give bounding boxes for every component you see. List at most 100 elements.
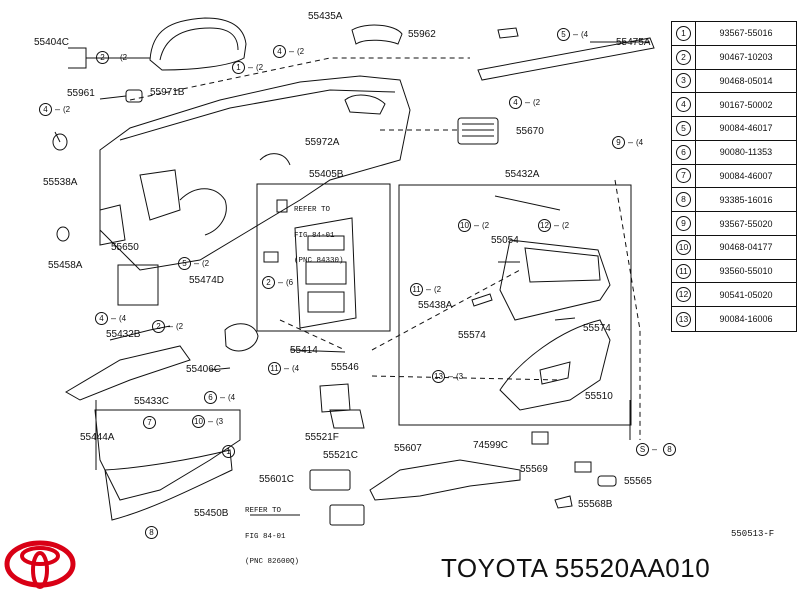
legend-part-number: 93560-55010: [719, 266, 773, 277]
legend-number: 3: [676, 73, 691, 89]
callout-qty: (2: [533, 97, 541, 107]
part-label-55546: 55546: [331, 362, 359, 373]
callout-10-glovebox: 10–(2: [458, 218, 490, 232]
callout-number: 1: [232, 60, 245, 74]
legend-part-number: 90080-11353: [719, 147, 773, 158]
callout-qty: (2: [176, 321, 184, 331]
legend-number: 1: [676, 25, 691, 41]
legend-number: 2: [676, 49, 691, 65]
legend-part-number: 93567-55020: [719, 218, 773, 229]
callout-number: 13: [432, 369, 445, 383]
part-label-55569: 55569: [520, 464, 548, 475]
legend-part-number: 90468-05014: [719, 75, 773, 86]
callout-8-bottom: 8: [145, 525, 158, 539]
callout-number: 8: [663, 442, 676, 456]
part-label-55521C: 55521C: [323, 450, 359, 461]
callout-qty: (2: [482, 220, 490, 230]
legend-number: 13: [676, 311, 691, 327]
legend-part-number: 90541-05020: [719, 289, 773, 300]
callout-number: 10: [458, 218, 471, 232]
legend-number-cell: 5: [672, 117, 696, 140]
part-label-55432A: 55432A: [505, 169, 540, 180]
legend-number-cell: 8: [672, 188, 696, 212]
legend-row: 13 90084-16006: [672, 307, 796, 331]
catalog-code: 550513-F: [731, 529, 775, 539]
legend-number: 12: [676, 287, 691, 303]
refer-note-top: REFER TO FIG 84-01 (PNC 84330): [294, 189, 344, 274]
callout-number: 6: [204, 390, 217, 404]
glovebox-frame: [398, 184, 632, 426]
part-label-55972A: 55972A: [305, 137, 340, 148]
callout-4-vent: 4–(2: [509, 95, 541, 109]
callout-1-bottom: 1: [222, 444, 235, 458]
callout-number: 9: [612, 135, 625, 149]
legend-number-cell: 12: [672, 283, 696, 307]
callout-number: 4: [95, 311, 108, 325]
legend-number-cell: 2: [672, 45, 696, 69]
legend-part-number: 90084-16006: [719, 314, 773, 325]
part-label-55601C: 55601C: [259, 474, 295, 485]
part-label-55406C: 55406C: [186, 364, 222, 375]
callout-qty: (2: [256, 62, 264, 72]
refer-note-line: REFER TO: [245, 507, 282, 515]
part-label-55961: 55961: [67, 88, 95, 99]
legend-part-number: 90084-46017: [719, 123, 773, 134]
part-label-55574-right: 55574: [583, 323, 611, 334]
toyota-logo: [4, 540, 76, 589]
legend-row: 1 93567-55016: [672, 22, 796, 46]
s-marker-circle: S: [636, 442, 649, 456]
part-label-55444A: 55444A: [80, 432, 115, 443]
callout-10-lower: 10–(3: [192, 414, 224, 428]
callout-2-panel: 2–(2: [152, 319, 184, 333]
part-label-55414: 55414: [290, 345, 318, 356]
refer-note-line: (PNC 82600Q): [245, 558, 300, 566]
callout-2-hood: 2–(2: [96, 50, 127, 64]
callout-qty: (3: [216, 416, 224, 426]
legend-row: 12 90541-05020: [672, 283, 796, 308]
legend-row: 4 90167-50002: [672, 93, 796, 118]
legend-number: 8: [676, 192, 691, 208]
part-label-55432B: 55432B: [106, 329, 141, 340]
callout-number: 5: [178, 256, 191, 270]
callout-4-lower: 4–(4: [95, 311, 126, 325]
legend-number-cell: 4: [672, 93, 696, 117]
title-line: TOYOTA 55520AA010: [441, 553, 710, 584]
center-bezel-frame: [256, 183, 391, 332]
callout-number: 2: [96, 50, 109, 64]
part-number: 55520AA010: [554, 553, 711, 583]
callout-2-bezel: 2–(6: [262, 275, 293, 289]
callout-qty: (4: [636, 137, 644, 147]
refer-note-bottom: REFER TO FIG 84-01 (PNC 82600Q): [245, 490, 299, 575]
callout-qty: (2: [297, 46, 305, 56]
callout-qty: (4: [581, 29, 589, 39]
legend-number: 5: [676, 120, 691, 136]
legend-part-number: 90468-04177: [719, 242, 773, 253]
callout-9: 9–(4: [612, 135, 644, 149]
legend-part-number: 90167-50002: [719, 99, 773, 110]
refer-note-line: (PNC 84330): [294, 257, 344, 265]
callout-number: 2: [262, 275, 275, 289]
legend-number: 11: [676, 263, 691, 279]
part-label-55670: 55670: [516, 126, 544, 137]
callout-7: 7: [143, 415, 156, 429]
legend-number-cell: 7: [672, 164, 696, 188]
part-label-55458A: 55458A: [48, 260, 83, 271]
callout-number: 4: [39, 102, 52, 116]
callout-qty: (4: [228, 392, 236, 402]
legend-part-number: 90084-46007: [719, 170, 773, 181]
legend-part-number: 93567-55016: [719, 28, 773, 39]
legend-number-cell: 1: [672, 22, 696, 45]
part-label-55510: 55510: [585, 391, 613, 402]
vent-drawing: [125, 89, 143, 103]
brand-name: TOYOTA: [441, 553, 548, 583]
callout-4-left: 4–(2: [39, 102, 70, 116]
part-label-55565: 55565: [624, 476, 652, 487]
refer-note-line: FIG 84-01: [294, 231, 335, 240]
callout-number: 10: [192, 414, 205, 428]
callout-13: 13–(3: [432, 369, 463, 383]
callout-6: 6–(4: [204, 390, 236, 404]
